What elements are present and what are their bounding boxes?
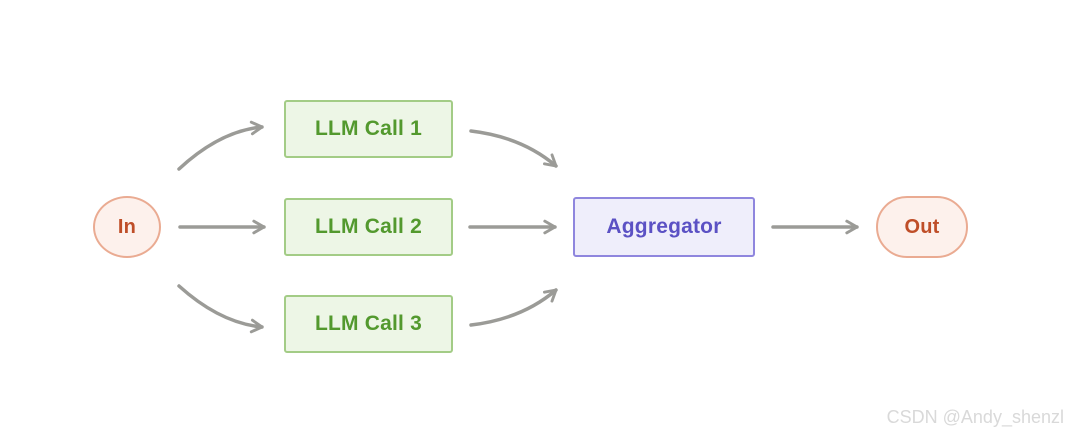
node-out: Out	[876, 196, 968, 258]
node-llm-call-1: LLM Call 1	[284, 100, 453, 158]
watermark-text: CSDN @Andy_shenzl	[886, 407, 1064, 427]
arrow-in-to-llm3	[177, 284, 264, 334]
arrow-llm1-to-aggregator	[469, 129, 558, 168]
arrow-in-to-llm1	[177, 120, 264, 171]
node-in: In	[93, 196, 161, 258]
node-aggregator: Aggregator	[573, 197, 755, 257]
node-llm-call-3: LLM Call 3	[284, 295, 453, 353]
node-llm-call-2: LLM Call 2	[284, 198, 453, 256]
arrow-llm3-to-aggregator	[469, 288, 558, 327]
